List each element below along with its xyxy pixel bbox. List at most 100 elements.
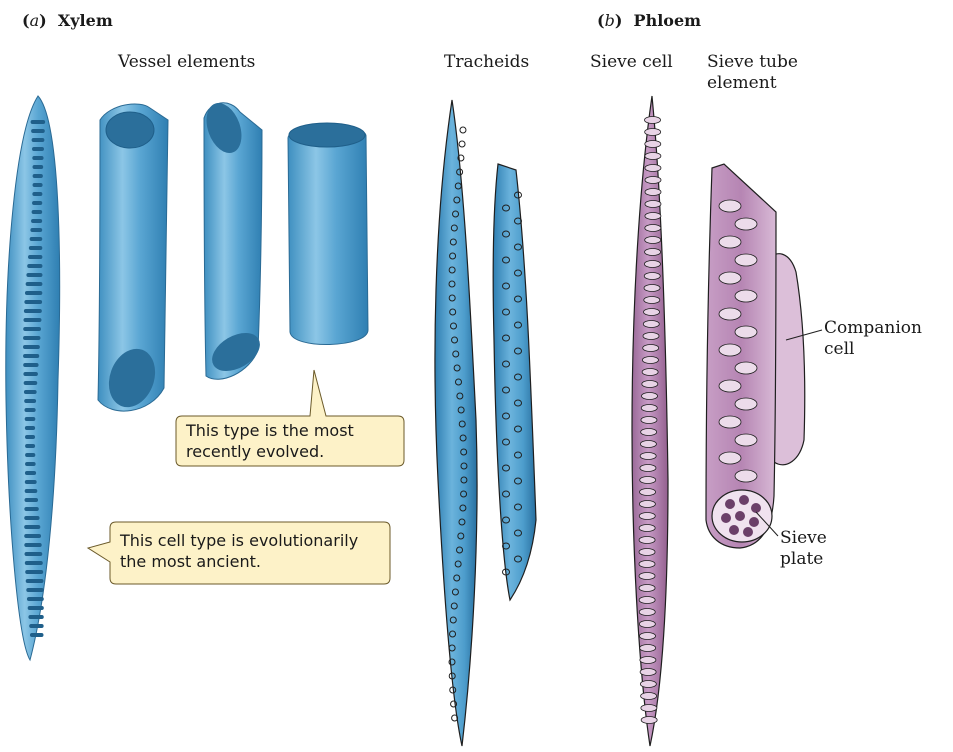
pore-mark — [642, 357, 658, 364]
pore-mark — [645, 141, 661, 148]
pore-mark — [639, 621, 655, 628]
pit-mark — [25, 462, 36, 466]
pore-mark — [735, 362, 757, 374]
pore-mark — [645, 249, 661, 256]
pit-mark — [25, 570, 43, 574]
pore-mark — [644, 297, 660, 304]
pore-mark — [641, 405, 657, 412]
pit-mark — [25, 426, 35, 430]
pore-mark — [735, 470, 757, 482]
vessel-element-3 — [200, 98, 266, 379]
pore-mark — [644, 309, 660, 316]
pore-mark — [640, 669, 656, 676]
vessel-element-2 — [98, 104, 168, 414]
pit-mark — [23, 318, 41, 322]
pit-mark — [32, 138, 45, 142]
pit-mark — [25, 480, 37, 484]
pit-mark — [28, 255, 42, 259]
pore-mark — [643, 345, 659, 352]
pore-mark — [640, 477, 656, 484]
pit-mark — [31, 219, 42, 223]
tracheid-2 — [493, 164, 536, 600]
pit-mark — [32, 192, 42, 196]
pore-mark — [735, 398, 757, 410]
pit-mark — [460, 127, 466, 133]
pit-mark — [25, 552, 43, 556]
plate-hole — [729, 525, 739, 535]
pore-mark — [719, 452, 741, 464]
pore-mark — [639, 573, 655, 580]
pore-mark — [719, 416, 741, 428]
pore-mark — [642, 369, 658, 376]
pore-mark — [639, 525, 655, 532]
pit-mark — [24, 309, 42, 313]
pit-mark — [24, 507, 38, 511]
pore-mark — [735, 434, 757, 446]
pit-mark — [32, 147, 44, 151]
pit-mark — [25, 291, 42, 295]
pit-mark — [24, 408, 35, 412]
pore-mark — [735, 218, 757, 230]
pore-mark — [639, 609, 655, 616]
pit-mark — [25, 453, 35, 457]
pit-mark — [32, 201, 42, 205]
pit-mark — [26, 579, 44, 583]
pore-mark — [644, 285, 660, 292]
pore-mark — [639, 561, 655, 568]
pit-mark — [23, 372, 37, 376]
pit-mark — [29, 624, 43, 628]
pit-mark — [26, 273, 42, 277]
pore-mark — [639, 585, 655, 592]
pit-mark — [23, 327, 41, 331]
plate-hole — [749, 517, 759, 527]
pore-mark — [640, 645, 656, 652]
plate-hole — [751, 503, 761, 513]
pore-mark — [639, 537, 655, 544]
callout-recent-line2: recently evolved. — [186, 441, 354, 462]
plate-hole — [739, 495, 749, 505]
pore-mark — [645, 213, 661, 220]
pore-mark — [719, 344, 741, 356]
pit-mark — [24, 543, 41, 547]
pore-mark — [644, 261, 660, 268]
pore-mark — [645, 189, 661, 196]
pore-mark — [639, 513, 655, 520]
pit-mark — [31, 129, 45, 133]
pore-mark — [719, 236, 741, 248]
pit-mark — [24, 525, 40, 529]
plate-hole — [743, 527, 753, 537]
vessel-element-4 — [288, 123, 368, 345]
callout-ancient-text: This cell type is evolutionarily the mos… — [120, 530, 358, 572]
plate-hole — [721, 513, 731, 523]
pore-mark — [645, 237, 661, 244]
pore-mark — [640, 657, 656, 664]
pore-mark — [640, 465, 656, 472]
pit-mark — [25, 471, 36, 475]
pore-mark — [640, 441, 656, 448]
pore-mark — [735, 254, 757, 266]
plate-hole — [735, 511, 745, 521]
pit-mark — [27, 597, 44, 601]
pore-mark — [645, 117, 661, 124]
pit-mark — [26, 588, 43, 592]
pore-mark — [645, 129, 661, 136]
callout-ancient-line1: This cell type is evolutionarily — [120, 530, 358, 551]
pit-mark — [26, 282, 43, 286]
pore-mark — [642, 381, 658, 388]
pore-mark — [645, 177, 661, 184]
callout-ancient-line2: the most ancient. — [120, 551, 358, 572]
pore-mark — [641, 693, 657, 700]
pore-mark — [641, 705, 657, 712]
pore-mark — [643, 333, 659, 340]
pore-mark — [645, 153, 661, 160]
pore-mark — [640, 633, 656, 640]
pore-mark — [639, 501, 655, 508]
pit-mark — [23, 363, 38, 367]
pit-mark — [33, 183, 43, 187]
pit-mark — [25, 561, 43, 565]
tracheid-1 — [435, 100, 477, 746]
pit-mark — [25, 435, 35, 439]
pit-mark — [24, 381, 38, 385]
pit-mark — [29, 246, 42, 250]
